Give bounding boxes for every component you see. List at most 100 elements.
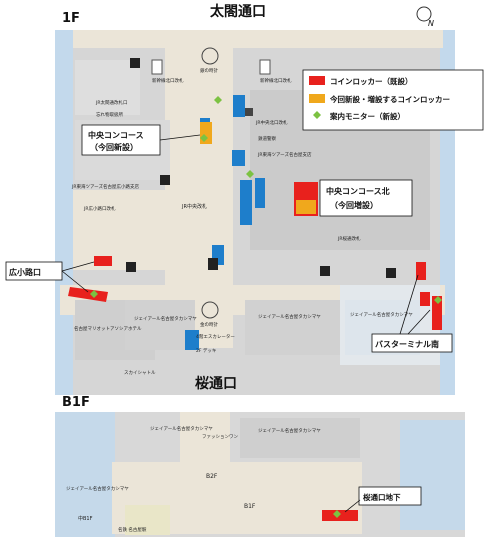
silver-clock-icon — [201, 47, 219, 65]
label-railway-police: 鉄道警察 — [258, 135, 276, 142]
locker-existing — [420, 292, 430, 306]
leader-line — [61, 261, 95, 272]
label-silver-clock: 銀の時計 — [200, 67, 218, 74]
monitor-icon — [333, 510, 341, 518]
meitetsu-zone — [125, 505, 170, 535]
gate-icon — [233, 95, 245, 117]
locker-existing — [432, 296, 442, 330]
callout-central-concourse-title: 中央コンコース — [88, 130, 144, 140]
legend-swatch-existing — [309, 76, 325, 85]
b1f-label-b1f: B1F — [244, 503, 256, 510]
gate-icon — [255, 178, 265, 208]
label-gold-clock: 金の時計 — [200, 321, 218, 328]
north-label: N — [428, 19, 434, 28]
monitor-icon — [200, 134, 208, 142]
leader-line — [407, 309, 431, 335]
label-jr-tours-n: JR東海ツアーズ名古屋支店 — [257, 151, 312, 158]
label-shinkansen-s: 新幹線北口改札 — [260, 77, 292, 84]
nw-zone — [75, 60, 140, 115]
b1f-north-walkway — [180, 412, 230, 472]
monitor-icon — [90, 290, 98, 298]
label-takashimaya-1: ジェイアール名古屋タカシマヤ — [134, 315, 197, 322]
map-b1f: B1F ジェイアール名古屋タカシマヤ ジェイアール名古屋タカシマヤ ジェイアール… — [55, 395, 465, 537]
monitor-icon — [214, 96, 222, 104]
callout-bus-terminal-title: バスターミナル南 — [375, 339, 439, 349]
callout-central-concourse-sub: （今回新設） — [90, 142, 138, 152]
leader-line — [399, 274, 419, 335]
monitor-icon — [246, 170, 254, 178]
takashimaya-building-1 — [125, 300, 195, 350]
gold-clock-icon — [201, 301, 219, 319]
label-jr-tours-hirokoji: JR東海ツアーズ名古屋広小路支店 — [71, 183, 139, 190]
b1f-east-water — [400, 420, 465, 530]
b1f-label-fashion-one: ファッションワン — [202, 434, 238, 440]
compass-needle-icon — [420, 10, 428, 18]
b1f-label-naka-b1f: 中B1F — [78, 515, 93, 522]
label-hirokoji-gate: JR広小路口改札 — [83, 205, 116, 212]
callout-bus-terminal — [371, 333, 453, 353]
label-lost-found: 忘れ物取扱所 — [96, 111, 123, 118]
b1f-takashimaya-block — [240, 418, 360, 458]
sakura-entrance-label: 桜通口 — [195, 375, 237, 392]
callout-hirokoji-title: 広小路口 — [9, 267, 41, 277]
gate-icon — [240, 180, 252, 225]
locker-existing — [322, 510, 358, 521]
locker-new — [200, 122, 212, 144]
taiko-entrance-label: 太閤通口 — [210, 3, 266, 20]
legend-swatch-monitor — [313, 111, 321, 119]
escalator-icon — [245, 108, 253, 116]
gate-icon — [232, 150, 245, 166]
gate-icon — [185, 330, 199, 350]
locker-new — [296, 200, 316, 214]
legend-box — [302, 69, 484, 131]
label-takashimaya-3: ジェイアール名古屋タカシマヤ — [350, 311, 413, 318]
label-sakura-gate: JR桜通改札 — [337, 235, 361, 242]
callout-central-north — [319, 179, 413, 217]
monitor-icon — [434, 296, 442, 304]
legend-swatch-new — [309, 94, 325, 103]
floor-label-b1f: B1F — [62, 395, 90, 410]
callout-sakura-underground-title: 桜通口地下 — [363, 492, 401, 502]
label-takashimaya-2: ジェイアール名古屋タカシマヤ — [258, 313, 321, 320]
signboard-icon — [259, 59, 271, 75]
locker-existing — [416, 262, 426, 280]
locker-existing — [94, 256, 112, 266]
restroom-icon — [130, 58, 140, 68]
elevator-icon — [386, 268, 396, 278]
elevator-icon — [320, 266, 330, 276]
label-shinkansen-n: 新幹線北口改札 — [152, 77, 184, 84]
hirokoji-area — [73, 190, 173, 270]
label-sky-shuttle: スカイシャトル — [124, 370, 156, 376]
locker-existing — [68, 287, 108, 302]
north-walkway — [73, 30, 443, 48]
label-jr-central-north: JR中央北口改札 — [255, 119, 288, 126]
legend-label-monitor: 案内モニター（新設） — [329, 111, 405, 121]
callout-central-concourse — [81, 124, 161, 156]
label-taiko-gate: JR太閤通改札口 — [95, 99, 127, 106]
restroom-icon — [160, 175, 170, 185]
legend-label-new: 今回新設・増設するコインロッカー — [329, 94, 450, 104]
takashimaya-building-2 — [245, 300, 340, 355]
leader-line — [159, 134, 201, 141]
label-jr-central-gate: JR中央改札 — [181, 203, 207, 210]
leader-line — [344, 499, 361, 513]
b1f-label-takashimaya-top: ジェイアール名古屋タカシマヤ — [150, 425, 213, 432]
legend-label-existing: コインロッカー（既設） — [330, 76, 413, 86]
legend: コインロッカー（既設） 今回新設・増設するコインロッカー 案内モニター（新設） — [302, 69, 484, 131]
signboard-icon — [151, 59, 163, 75]
callout-sakura-underground — [358, 486, 422, 506]
callout-central-north-sub: （今回増設） — [330, 200, 378, 210]
b1f-label-meitetsu: 名鉄 名古屋駅 — [118, 526, 147, 533]
west-edge — [55, 30, 73, 395]
b1f-west-water — [55, 412, 115, 537]
b1f-label-takashimaya-right: ジェイアール名古屋タカシマヤ — [258, 427, 321, 434]
info-icon — [208, 258, 218, 270]
leader-line — [61, 270, 89, 293]
label-2f-deck: 2F デッキ — [196, 347, 217, 354]
elevator-icon — [126, 262, 136, 272]
b1f-label-takashimaya-left: ジェイアール名古屋タカシマヤ — [66, 485, 129, 492]
callout-central-north-title: 中央コンコース北 — [326, 186, 390, 196]
b1f-label-b2f: B2F — [206, 473, 218, 480]
floor-label-1f: 1F — [62, 11, 80, 26]
